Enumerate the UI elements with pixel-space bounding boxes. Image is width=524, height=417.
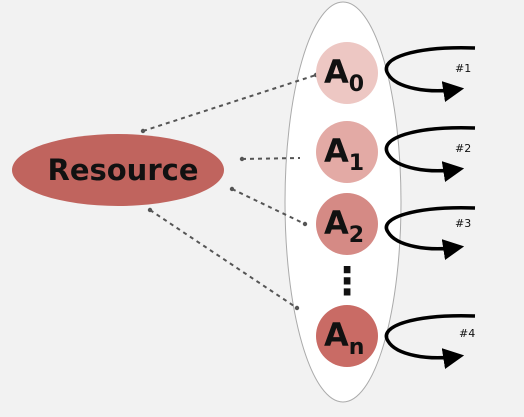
agent-a0-subscript: 0: [349, 72, 364, 97]
agent-a2: A2 #3: [316, 193, 476, 260]
resource-node: Resource: [12, 134, 224, 206]
agent-a1: A1 #2: [316, 121, 476, 183]
agent-a1-loop-label: #2: [455, 142, 471, 155]
resource-label: Resource: [48, 153, 199, 187]
agent-a0-loop-label: #1: [455, 62, 471, 75]
agent-an-loop-arrow: [384, 314, 476, 369]
agent-a2-loop-label: #3: [455, 217, 471, 230]
agent-an-label: An: [324, 316, 364, 360]
agent-a1-label: A1: [324, 132, 364, 176]
agent-a2-circle: [316, 193, 378, 255]
agent-an-letter: A: [324, 316, 349, 354]
agent-a2-letter: A: [324, 204, 349, 242]
connector-a2: [231, 188, 306, 225]
agent-an-subscript: n: [349, 335, 365, 360]
connector-an: [149, 209, 298, 309]
connector-dot: [302, 221, 308, 227]
agent-an-circle: [316, 305, 378, 367]
connector-a1: [241, 157, 301, 160]
agent-a1-letter: A: [324, 132, 349, 170]
agent-an-loop-label: #4: [459, 327, 475, 340]
agent-a0-circle: [316, 42, 378, 104]
agent-a1-circle: [316, 121, 378, 183]
connector-a0: [142, 74, 317, 132]
connector-dot: [147, 207, 153, 213]
agent-a2-label: A2: [324, 204, 364, 248]
agent-a2-subscript: 2: [349, 223, 364, 248]
connector-dot: [229, 186, 235, 192]
agent-a0-label: A0: [324, 53, 364, 97]
agent-a1-loop-arrow: [384, 126, 476, 182]
connector-dot: [140, 128, 146, 134]
agent-a0: A0 #1: [316, 42, 476, 104]
agent-a0-loop-arrow: [384, 46, 476, 102]
agent-a1-subscript: 1: [349, 151, 364, 176]
connectors: [142, 74, 317, 309]
agent-a2-loop-arrow: [384, 206, 476, 260]
connector-dot: [239, 156, 245, 162]
connector-endpoints: [140, 72, 319, 311]
connector-dot: [294, 305, 300, 311]
resource-ellipse: [12, 134, 224, 206]
agent-a0-letter: A: [324, 53, 349, 91]
agent-an: An #4: [316, 305, 476, 369]
agent-ellipsis: ⋮: [328, 259, 366, 303]
